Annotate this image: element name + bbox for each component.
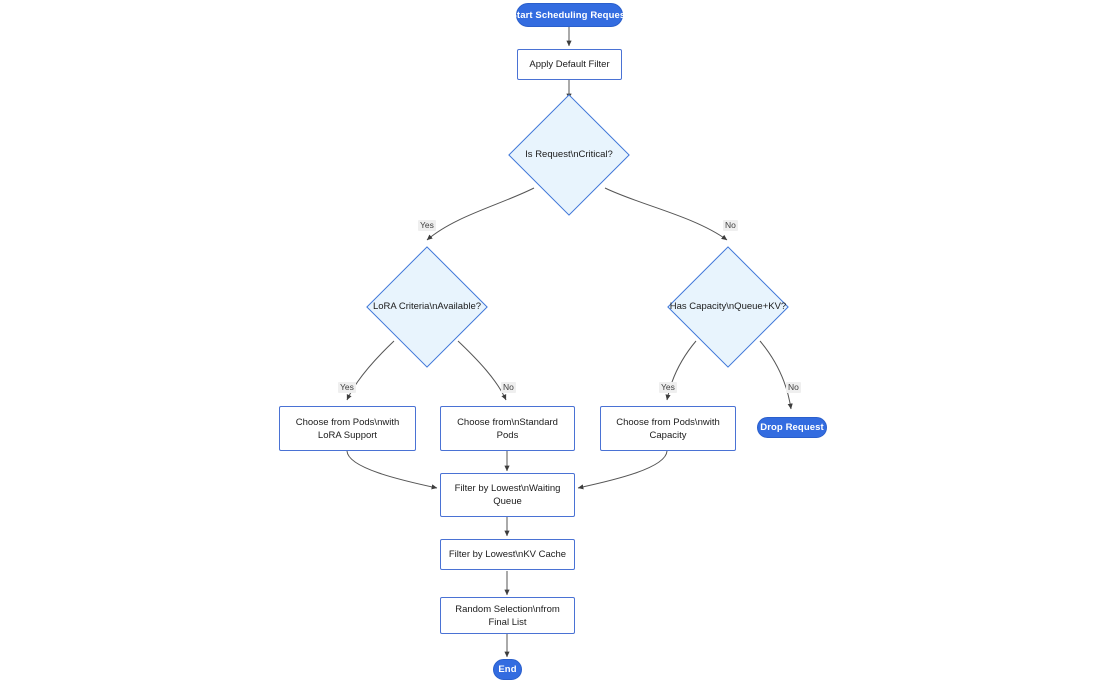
node-filter-waiting-queue[interactable]: Filter by Lowest\nWaiting Queue	[440, 473, 575, 517]
edge-label-critical-no: No	[723, 220, 738, 231]
node-random-selection-line2: Final List	[488, 616, 527, 628]
edge-lora-no-to-choose-standard	[457, 340, 507, 401]
node-is-request-critical[interactable]: Is Request\nCritical?	[508, 94, 630, 216]
node-has-capacity-label: Has Capacity\nQueue+KV?	[669, 301, 787, 312]
edge-critical-yes-to-lora	[426, 187, 535, 241]
node-lora-criteria-available-label: LoRA Criteria\nAvailable?	[372, 301, 482, 312]
node-drop-request-label: Drop Request	[760, 422, 824, 433]
node-start-label: Start Scheduling Request	[510, 9, 629, 21]
node-choose-standard-pods-line1: Choose from\nStandard	[457, 416, 558, 428]
edge-capacity-no-to-drop	[759, 340, 793, 410]
edge-label-capacity-yes: Yes	[659, 382, 677, 393]
node-choose-lora-pods[interactable]: Choose from Pods\nwith LoRA Support	[279, 406, 416, 451]
node-choose-capacity-pods-line1: Choose from Pods\nwith	[616, 416, 720, 428]
edge-capacity-yes-to-choose-capacity	[665, 340, 697, 401]
node-is-request-critical-label: Is Request\nCritical?	[525, 149, 613, 160]
node-choose-lora-pods-line1: Choose from Pods\nwith	[295, 416, 400, 428]
edge-choose-capacity-to-filter-queue	[577, 450, 668, 490]
node-start[interactable]: Start Scheduling Request	[511, 3, 628, 27]
edge-critical-no-to-capacity	[604, 187, 728, 241]
node-apply-default-filter-label: Apply Default Filter	[529, 59, 610, 70]
node-end[interactable]: End	[493, 659, 522, 680]
node-drop-request[interactable]: Drop Request	[757, 417, 827, 438]
node-choose-standard-pods[interactable]: Choose from\nStandard Pods	[440, 406, 575, 451]
node-choose-lora-pods-line2: LoRA Support	[317, 429, 378, 441]
edge-label-capacity-no: No	[786, 382, 801, 393]
edge-lora-yes-to-choose-lora	[346, 340, 395, 401]
node-filter-waiting-queue-line2: Queue	[493, 496, 522, 507]
node-apply-default-filter[interactable]: Apply Default Filter	[517, 49, 622, 80]
node-has-capacity[interactable]: Has Capacity\nQueue+KV?	[667, 246, 789, 368]
edge-choose-lora-to-filter-queue	[346, 450, 438, 490]
node-lora-criteria-available[interactable]: LoRA Criteria\nAvailable?	[366, 246, 488, 368]
edge-label-lora-yes: Yes	[338, 382, 356, 393]
node-filter-waiting-queue-line1: Filter by Lowest\nWaiting	[454, 483, 561, 494]
edge-label-lora-no: No	[501, 382, 516, 393]
node-choose-capacity-pods-line2: Capacity	[649, 429, 687, 441]
node-choose-capacity-pods[interactable]: Choose from Pods\nwith Capacity	[600, 406, 736, 451]
node-filter-kv-cache[interactable]: Filter by Lowest\nKV Cache	[440, 539, 575, 570]
node-end-label: End	[498, 664, 517, 675]
node-filter-kv-cache-label: Filter by Lowest\nKV Cache	[448, 549, 567, 560]
node-random-selection[interactable]: Random Selection\nfrom Final List	[440, 597, 575, 634]
edge-label-critical-yes: Yes	[418, 220, 436, 231]
node-random-selection-line1: Random Selection\nfrom	[455, 603, 560, 615]
node-choose-standard-pods-line2: Pods	[496, 429, 519, 441]
